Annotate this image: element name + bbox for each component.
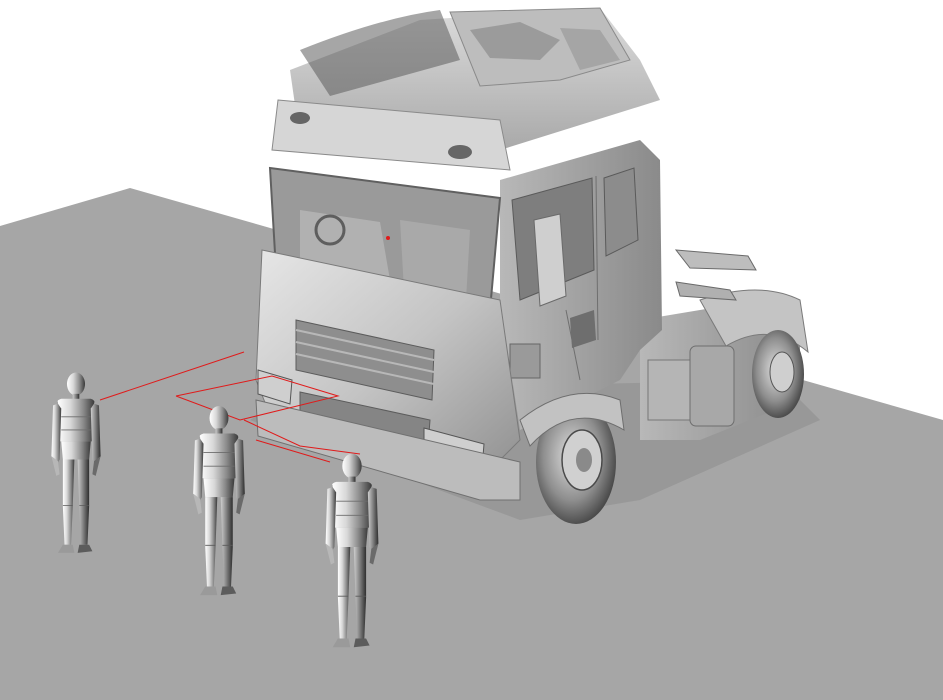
side-mirror — [533, 213, 567, 307]
front-bumper — [255, 399, 521, 501]
headlight-left — [257, 369, 293, 405]
distance-line-3[interactable] — [243, 419, 361, 455]
selection-marker[interactable] — [386, 236, 390, 240]
distance-line-1[interactable] — [99, 351, 245, 401]
side-window-rear — [603, 167, 639, 257]
front-grille — [295, 319, 435, 401]
truck-cab-scan[interactable] — [255, 7, 809, 524]
